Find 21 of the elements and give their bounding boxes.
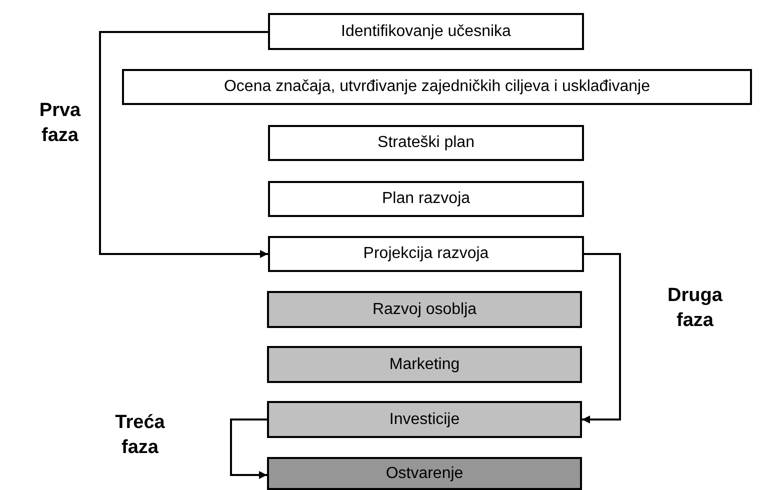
phase-label: Prva faza bbox=[38, 99, 82, 148]
box-label: Investicije bbox=[389, 410, 460, 428]
process-box bbox=[268, 125, 584, 161]
process-box bbox=[267, 346, 582, 383]
phase-label: Treća faza bbox=[114, 411, 166, 460]
process-box bbox=[268, 13, 584, 50]
box-label: Razvoj osoblja bbox=[372, 300, 477, 318]
box-label: Strateški plan bbox=[378, 134, 474, 152]
box-label: Marketing bbox=[389, 356, 460, 374]
box-label: Identifikovanje učesnika bbox=[341, 22, 511, 40]
box-label: Ostvarenje bbox=[386, 464, 464, 482]
process-box bbox=[268, 236, 584, 272]
process-box bbox=[122, 69, 752, 105]
box-label: Ocena značaja, utvrđivanje zajedničkih ciljeva i usklađivanje bbox=[224, 78, 650, 96]
box-label: Projekcija razvoja bbox=[363, 245, 489, 263]
phase-label: Druga faza bbox=[666, 284, 724, 333]
process-box bbox=[267, 457, 582, 490]
process-box bbox=[267, 401, 582, 438]
box-label: Plan razvoja bbox=[382, 190, 470, 208]
process-box bbox=[267, 291, 582, 328]
process-box bbox=[268, 181, 584, 217]
